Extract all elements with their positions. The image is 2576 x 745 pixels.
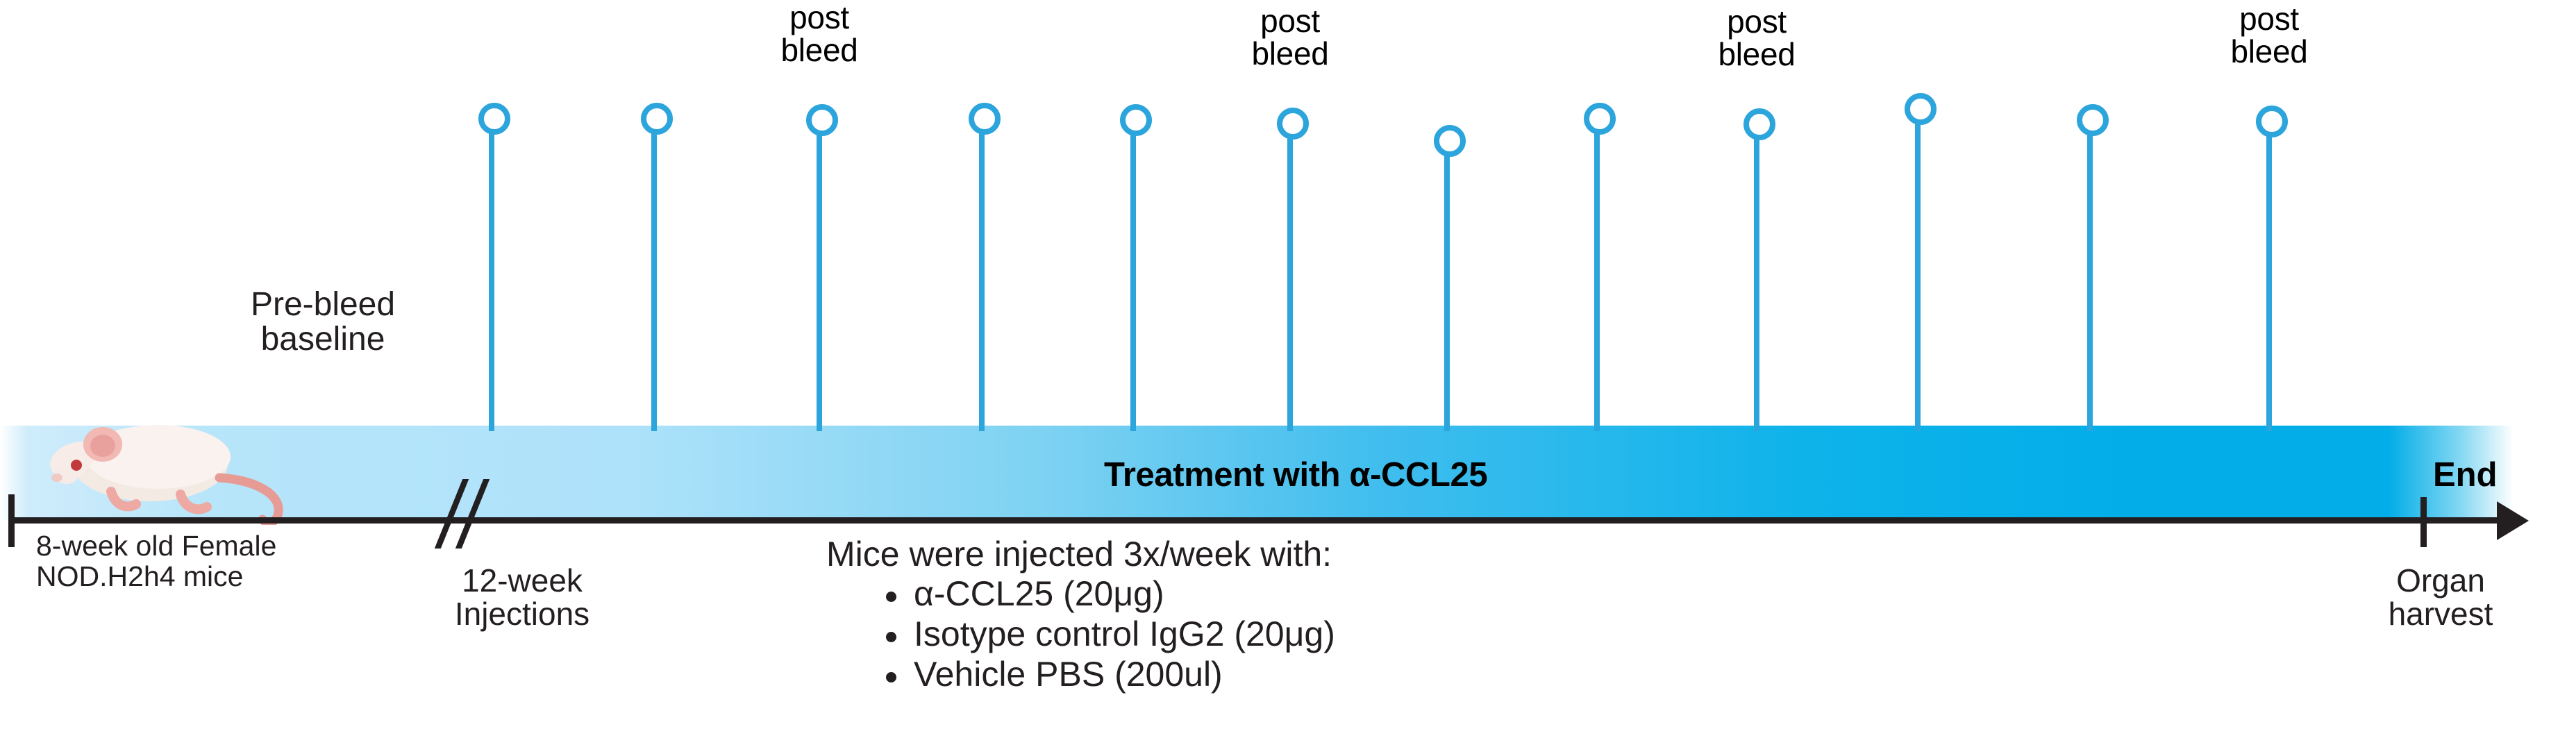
post-bleed-label-9: post bleed xyxy=(1718,3,1796,72)
pin-head-icon xyxy=(2077,104,2109,136)
pin-head-icon xyxy=(2256,106,2288,137)
pin-head-icon xyxy=(1277,108,1309,140)
mouse-strain-caption: 8-week old Female NOD.H2h4 mice xyxy=(36,530,277,593)
axis-start-tick xyxy=(8,494,15,547)
pin-head-icon xyxy=(1584,103,1616,135)
mouse-illustration xyxy=(50,425,283,525)
axis-break-icon xyxy=(430,479,493,549)
injection-item-3: Vehicle PBS (200ul) xyxy=(882,654,1335,694)
pin-stem xyxy=(489,121,494,431)
post-bleed-label-6: post bleed xyxy=(1251,3,1329,72)
pin-stem xyxy=(1287,126,1293,431)
pre-bleed-baseline-label: Pre-bleed baseline xyxy=(250,286,396,358)
pin-head-icon xyxy=(1905,93,1937,125)
pin-head-icon xyxy=(1434,125,1466,157)
organ-harvest-caption: Organ harvest xyxy=(2388,562,2493,633)
axis-line xyxy=(8,517,2508,524)
pin-stem xyxy=(2087,122,2093,431)
pin-head-icon xyxy=(806,104,838,136)
injection-duration-caption: 12-week Injections xyxy=(454,562,590,633)
injection-details: Mice were injected 3x/week with: α-CCL25… xyxy=(826,535,1335,694)
injection-item-1: α-CCL25 (20μg) xyxy=(882,574,1335,614)
pin-stem xyxy=(1444,143,1450,431)
end-label: End xyxy=(2433,456,2498,494)
pin-stem xyxy=(979,121,985,431)
post-bleed-label-3: post bleed xyxy=(780,0,858,68)
pin-head-icon xyxy=(969,103,1001,135)
pin-stem xyxy=(651,121,657,431)
axis-end-tick xyxy=(2420,497,2427,547)
pin-head-icon xyxy=(478,103,510,135)
pin-stem xyxy=(1915,111,1921,431)
pin-stem xyxy=(1130,122,1136,431)
axis-arrowhead xyxy=(2497,501,2529,540)
bar-title: Treatment with α-CCL25 xyxy=(1104,456,1488,494)
pin-head-icon xyxy=(641,103,673,135)
injection-item-2: Isotype control IgG2 (20μg) xyxy=(882,614,1335,654)
pin-stem xyxy=(2266,124,2272,431)
post-bleed-label-12: post bleed xyxy=(2230,1,2308,69)
treatment-bar xyxy=(0,426,2514,520)
pin-head-icon xyxy=(1120,104,1152,136)
injection-list: α-CCL25 (20μg)Isotype control IgG2 (20μg… xyxy=(826,574,1335,694)
pin-stem xyxy=(1754,126,1759,431)
pin-stem xyxy=(1594,121,1600,431)
injection-heading: Mice were injected 3x/week with: xyxy=(826,535,1332,574)
pin-head-icon xyxy=(1743,108,1775,140)
pin-stem xyxy=(817,122,822,431)
